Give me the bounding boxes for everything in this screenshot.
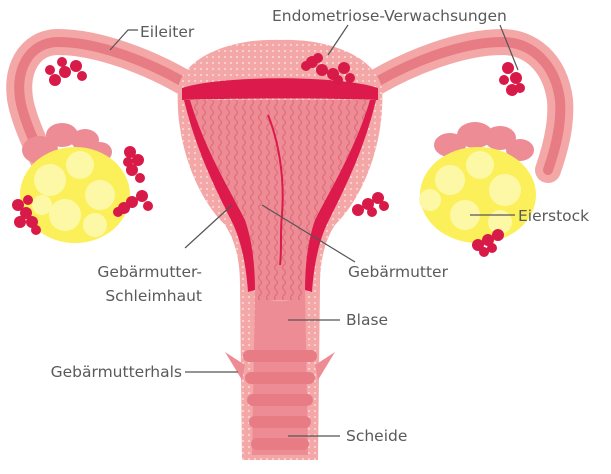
label-eileiter: Eileiter bbox=[140, 22, 194, 42]
label-endometriosis: Endometriose-Verwachsungen bbox=[272, 6, 507, 26]
right-ovary bbox=[419, 147, 536, 243]
label-gebaermutterhals: Gebärmutterhals bbox=[2, 362, 182, 382]
label-endometrium-line2: Schleimhaut bbox=[62, 286, 202, 306]
label-eierstock: Eierstock bbox=[518, 206, 589, 226]
label-gebaermutter: Gebärmutter bbox=[348, 262, 448, 282]
label-blase: Blase bbox=[346, 310, 388, 330]
label-endometrium-line1: Gebärmutter- bbox=[62, 262, 202, 282]
label-scheide: Scheide bbox=[346, 426, 407, 446]
leader-schleimhaut bbox=[185, 205, 232, 248]
